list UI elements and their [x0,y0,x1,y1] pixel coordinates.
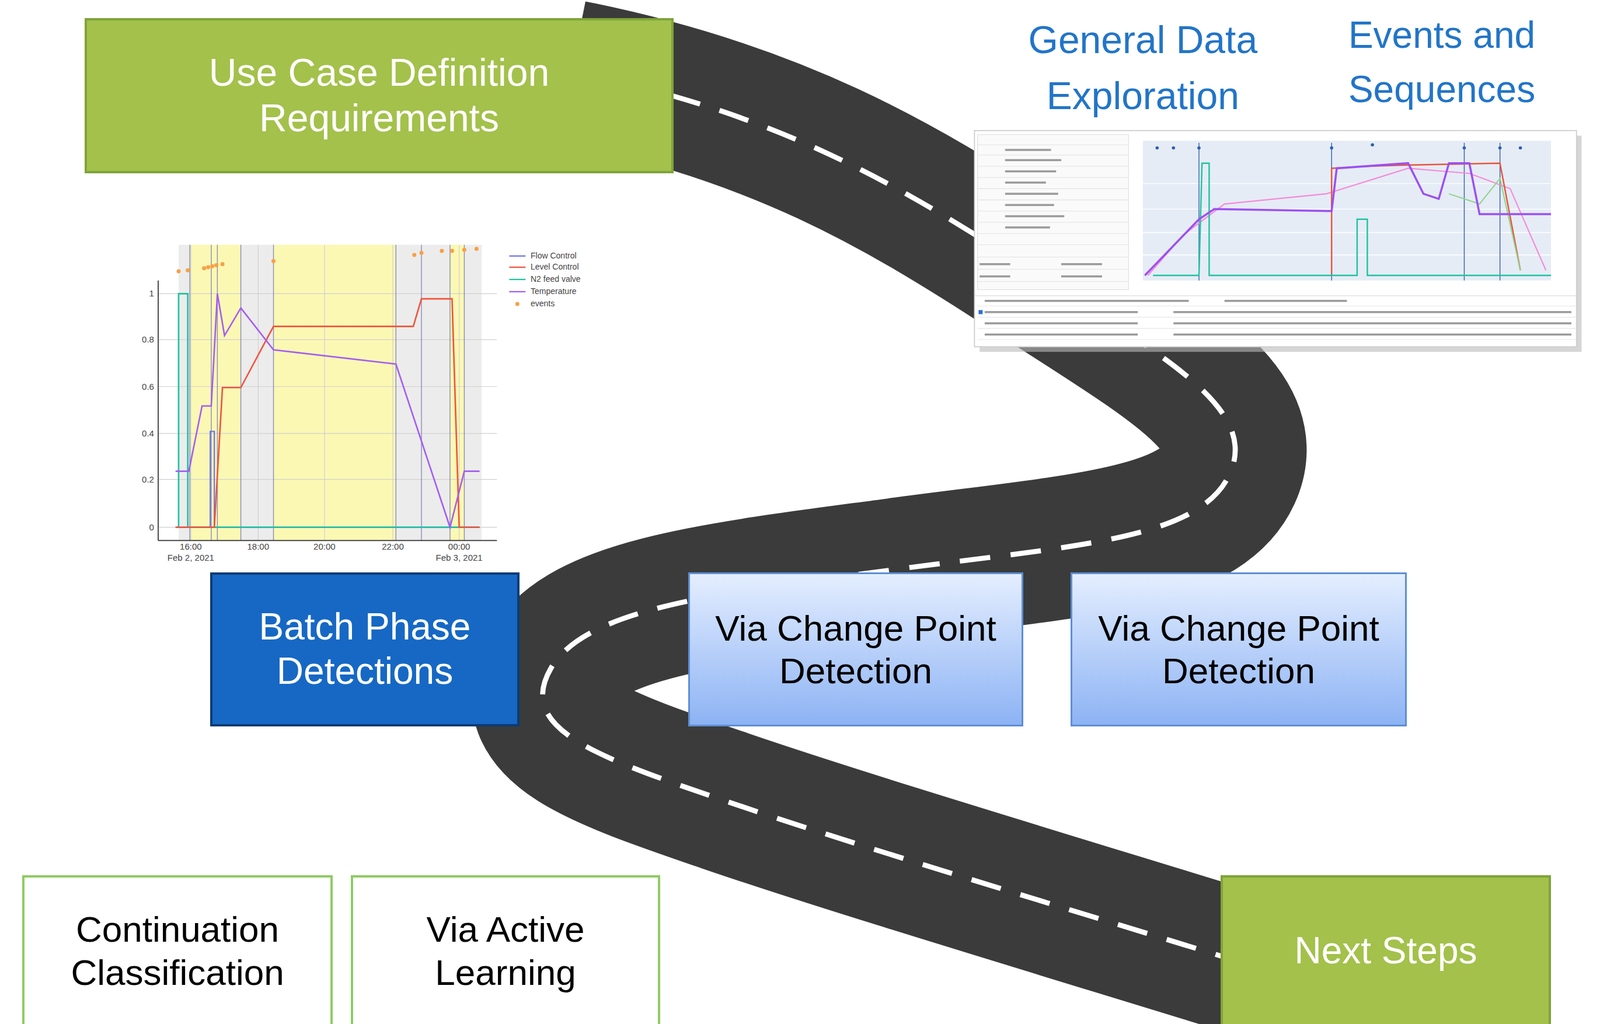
box-label: Next Steps [1294,929,1477,974]
option-box: Continuation Classification [22,875,333,1024]
axis-tick: 00:00 [448,542,471,553]
legend-entry: N2 feed valve [530,274,581,284]
axis-tick: 0.6 [141,381,155,392]
method-box: Via Change Point Detection [1070,572,1407,727]
axis-tick: 20:00 [313,542,336,553]
legend-entry: Temperature [530,287,577,296]
axis-tick: 0.8 [141,335,155,345]
legend-entry: events [530,299,555,309]
batch-chart [158,245,526,542]
legend-entry: Flow Control [530,251,577,261]
box-label: Via Change Point Detection [703,607,1008,693]
axis-tick: 18:00 [246,542,270,553]
axis-tick: 22:00 [381,542,404,553]
axis-tick: 16:00 [179,542,202,553]
section-heading: General Data Exploration [1005,12,1281,124]
stage-box: Batch Phase Detections [210,572,520,727]
axis-tick: 0 [149,523,155,533]
box-label: Via Active Learning [367,908,644,994]
axis-tick: 1 [149,288,155,299]
stage-box: Next Steps [1220,875,1551,1024]
axis-tick: 0.2 [141,474,155,485]
axis-tick: Feb 2, 2021 [167,553,215,564]
box-label: Use Case Definition Requirements [100,50,658,142]
box-label: Batch Phase Detections [226,605,504,694]
axis-tick: 0.4 [141,429,155,439]
axis-tick: Feb 3, 2021 [436,553,483,564]
legend-entry: Level Control [530,262,580,272]
screenshot [974,130,1582,352]
box-label: Via Change Point Detection [1086,607,1392,693]
stage-box: Use Case Definition Requirements [84,18,674,174]
option-box: Via Active Learning [350,875,661,1024]
section-heading: Events and Sequences [1319,8,1565,117]
method-box: Via Change Point Detection [688,572,1024,727]
box-label: Continuation Classification [38,908,317,994]
